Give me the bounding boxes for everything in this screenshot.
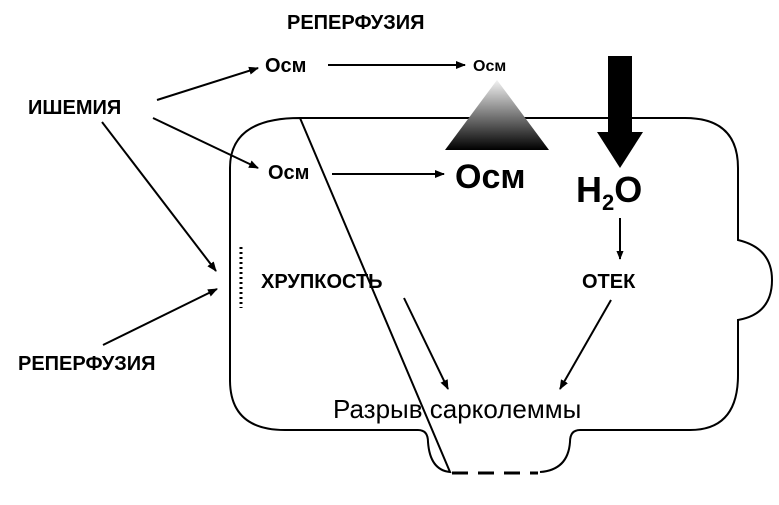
fragility-label: ХРУПКОСТЬ bbox=[261, 271, 383, 293]
osm-outer-right-label: Осм bbox=[473, 58, 506, 75]
arrow-fragility-to-rupture bbox=[403, 297, 449, 390]
arrow-reperfusion-to-membrane bbox=[102, 288, 218, 346]
sarcolemma-rupture-label: Разрыв сарколеммы bbox=[333, 394, 581, 424]
h2o-subscript: 2 bbox=[602, 190, 614, 215]
arrow-ischemia-to-osm-inner bbox=[152, 117, 259, 169]
reperfusion-top-label: РЕПЕРФУЗИЯ bbox=[287, 12, 425, 34]
h2o-label: H2O bbox=[576, 169, 642, 215]
osm-inner-left-label: Осм bbox=[268, 162, 309, 184]
arrow-ischemia-to-membrane bbox=[101, 121, 217, 272]
osm-inner-big-label: Осм bbox=[455, 158, 526, 196]
osm-outer-left-label: Осм bbox=[265, 55, 306, 77]
h2o-o: O bbox=[614, 169, 642, 210]
water-influx-arrow bbox=[597, 56, 643, 168]
reperfusion-bottom-label: РЕПЕРФУЗИЯ bbox=[18, 353, 156, 375]
edema-label: ОТЕК bbox=[582, 271, 636, 293]
h2o-h: H bbox=[576, 169, 602, 210]
cell-outline bbox=[229, 116, 774, 474]
ischemia-label: ИШЕМИЯ bbox=[28, 97, 121, 119]
arrow-edema-to-rupture bbox=[559, 299, 612, 390]
osmotic-gradient-triangle bbox=[445, 80, 549, 150]
arrow-ischemia-to-osm-outer bbox=[156, 66, 259, 101]
